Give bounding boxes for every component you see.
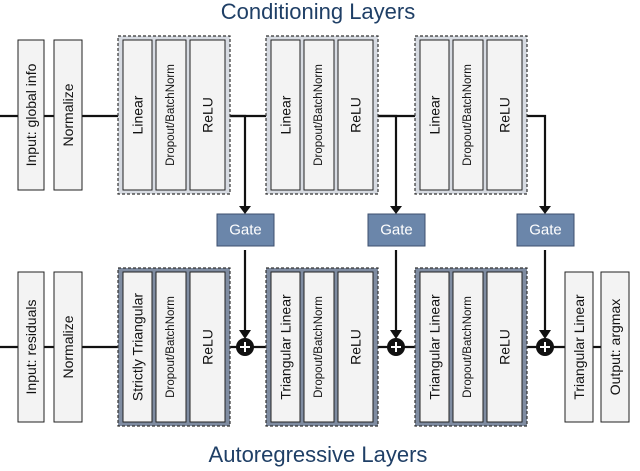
conditioning-input-box: Input: global info bbox=[17, 39, 45, 191]
autoregressive-block-1-dropout: Dropout/BatchNorm bbox=[165, 296, 177, 398]
plus-node-2-icon bbox=[387, 338, 405, 356]
autoregressive-block-2-relu: ReLU bbox=[348, 329, 364, 365]
autoregressive-block-2: Triangular Linear Dropout/BatchNorm ReLU bbox=[265, 267, 379, 427]
autoregressive-normalize-box: Normalize bbox=[53, 271, 83, 423]
gate-1-label: Gate bbox=[229, 222, 262, 239]
autoregressive-block-1: Strictly Triangular Dropout/BatchNorm Re… bbox=[117, 267, 231, 427]
autoregressive-block-3-dropout: Dropout/BatchNorm bbox=[462, 296, 474, 398]
conditioning-block-2: Linear Dropout/BatchNorm ReLU bbox=[265, 35, 379, 195]
conditioning-block-1-dropout: Dropout/BatchNorm bbox=[165, 64, 177, 166]
autoregressive-block-3-linear: Triangular Linear bbox=[427, 294, 443, 400]
gate-3: Gate bbox=[516, 213, 575, 247]
conditioning-block-3-relu: ReLU bbox=[497, 97, 513, 133]
autoregressive-block-1-relu: ReLU bbox=[200, 329, 216, 365]
output-label: Output: argmax bbox=[607, 299, 623, 396]
conditioning-block-2-dropout: Dropout/BatchNorm bbox=[313, 64, 325, 166]
conditioning-block-3-linear: Linear bbox=[427, 95, 443, 134]
gate-2: Gate bbox=[367, 213, 426, 247]
output-box: Output: argmax bbox=[600, 271, 630, 423]
final-triangular-linear-box: Triangular Linear bbox=[564, 271, 594, 423]
autoregressive-input-label: Input: residuals bbox=[23, 300, 39, 395]
final-triangular-linear-label: Triangular Linear bbox=[571, 294, 587, 400]
autoregressive-block-3-relu: ReLU bbox=[497, 329, 513, 365]
gate-1: Gate bbox=[216, 213, 275, 247]
autoregressive-normalize-label: Normalize bbox=[60, 315, 76, 378]
conditioning-block-1-linear: Linear bbox=[130, 95, 146, 134]
conditioning-block-3-dropout: Dropout/BatchNorm bbox=[462, 64, 474, 166]
conditioning-block-3: Linear Dropout/BatchNorm ReLU bbox=[414, 35, 528, 195]
gate-2-label: Gate bbox=[380, 222, 413, 239]
autoregressive-input-box: Input: residuals bbox=[17, 271, 45, 423]
conditioning-block-2-linear: Linear bbox=[278, 95, 294, 134]
autoregressive-block-3: Triangular Linear Dropout/BatchNorm ReLU bbox=[414, 267, 528, 427]
autoregressive-block-1-linear: Strictly Triangular bbox=[130, 293, 146, 401]
conditioning-normalize-box: Normalize bbox=[53, 39, 83, 191]
conditioning-input-label: Input: global info bbox=[23, 63, 39, 166]
conditioning-block-1-relu: ReLU bbox=[200, 97, 216, 133]
gate-3-label: Gate bbox=[529, 222, 562, 239]
conditioning-block-2-relu: ReLU bbox=[348, 97, 364, 133]
plus-node-3-icon bbox=[536, 338, 554, 356]
autoregressive-block-2-linear: Triangular Linear bbox=[278, 294, 294, 400]
conditioning-title: Conditioning Layers bbox=[221, 0, 415, 24]
autoregressive-block-2-dropout: Dropout/BatchNorm bbox=[313, 296, 325, 398]
conditioning-normalize-label: Normalize bbox=[60, 83, 76, 146]
gate-arrowheads bbox=[239, 206, 551, 214]
autoregressive-title: Autoregressive Layers bbox=[209, 442, 428, 467]
plus-node-1-icon bbox=[236, 338, 254, 356]
plus-arrowheads bbox=[239, 330, 551, 339]
connection-wires bbox=[0, 114, 601, 349]
conditioning-block-1: Linear Dropout/BatchNorm ReLU bbox=[117, 35, 231, 195]
